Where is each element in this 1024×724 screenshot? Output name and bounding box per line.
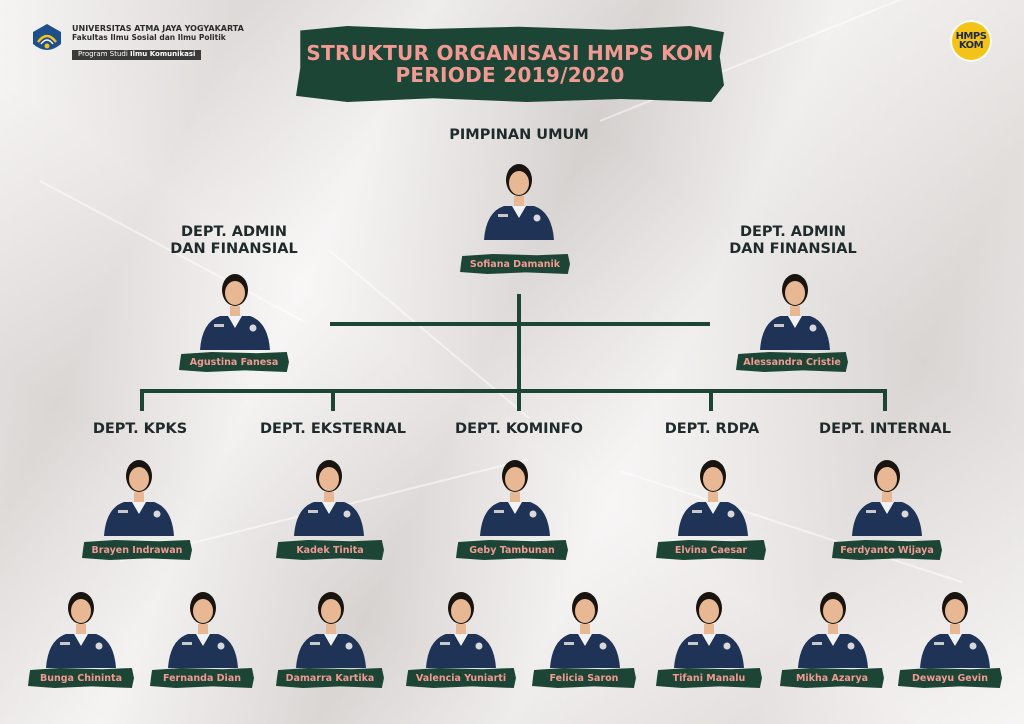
role-admin-left-line1: DEPT. ADMIN [180, 224, 288, 240]
title-line1: STRUKTUR ORGANISASI HMPS KOM [306, 41, 714, 65]
person-silhouette-icon [550, 592, 620, 668]
name-tag-dept-kominfo: Geby Tambunan [456, 540, 568, 560]
role-admin-right: DEPT. ADMIN DAN FINANSIAL [693, 224, 893, 257]
hmps-kom-logo: HMPS KOM [950, 20, 992, 62]
name-tag-member: Mikha Azarya [780, 668, 884, 688]
hmps-logo-line1: HMPS [955, 30, 987, 42]
name-tag-member: Valencia Yuniarti [406, 668, 516, 688]
photo-admin-right [750, 260, 840, 350]
photo-member [416, 578, 506, 668]
role-dept-kominfo: DEPT. KOMINFO [455, 421, 583, 437]
title-line2: PERIODE 2019/2020 [395, 63, 625, 87]
person-silhouette-icon [484, 164, 554, 240]
person-silhouette-icon [852, 460, 922, 536]
role-dept-internal: DEPT. INTERNAL [819, 421, 951, 437]
photo-member [36, 578, 126, 668]
name-tag-member: Tifani Manalu [656, 668, 762, 688]
photo-admin-left [190, 260, 280, 350]
drop-connector [331, 389, 335, 411]
person-silhouette-icon [480, 460, 550, 536]
hmps-logo-line2: KOM [958, 40, 984, 51]
paper-crease [329, 250, 530, 419]
name-tag-member: Felicia Saron [532, 668, 636, 688]
photo-dept-kominfo-head [470, 446, 560, 536]
photo-member [910, 578, 1000, 668]
name-tag-dept-eksternal: Kadek Tinita [276, 540, 384, 560]
person-silhouette-icon [920, 592, 990, 668]
program-badge: Program Studi Ilmu Komunikasi [72, 50, 202, 60]
photo-member [788, 578, 878, 668]
role-pimpinan-umum: PIMPINAN UMUM [449, 127, 589, 143]
department-bus-connector [140, 389, 887, 393]
faculty-name: Fakultas Ilmu Sosial dan Ilmu Politik [72, 32, 226, 42]
person-silhouette-icon [678, 460, 748, 536]
role-admin-right-line1: DEPT. ADMIN [739, 224, 847, 240]
university-header: UNIVERSITAS ATMA JAYA YOGYAKARTA Fakulta… [72, 24, 244, 60]
photo-member [664, 578, 754, 668]
name-tag-admin-right: Alessandra Cristie [736, 352, 848, 372]
photo-dept-rdpa-head [668, 446, 758, 536]
role-admin-left: DEPT. ADMIN DAN FINANSIAL [134, 224, 334, 257]
name-tag-member: Damarra Kartika [276, 668, 384, 688]
title-banner: STRUKTUR ORGANISASI HMPS KOM PERIODE 201… [296, 26, 724, 102]
photo-dept-kpks-head [94, 446, 184, 536]
person-silhouette-icon [168, 592, 238, 668]
person-silhouette-icon [798, 592, 868, 668]
role-dept-rdpa: DEPT. RDPA [664, 421, 760, 437]
photo-member [540, 578, 630, 668]
person-silhouette-icon [760, 274, 830, 350]
person-silhouette-icon [296, 592, 366, 668]
university-logo-icon [33, 24, 61, 50]
photo-member [286, 578, 376, 668]
name-tag-leader: Sofiana Damanik [460, 254, 570, 274]
program-prefix: Program Studi [78, 50, 130, 59]
role-admin-left-line2: DAN FINANSIAL [170, 240, 298, 257]
program-name: Ilmu Komunikasi [130, 50, 196, 59]
role-admin-right-line2: DAN FINANSIAL [729, 240, 857, 257]
photo-dept-eksternal-head [284, 446, 374, 536]
drop-connector [140, 389, 144, 411]
name-tag-dept-internal: Ferdyanto Wijaya [832, 540, 942, 560]
name-tag-member: Fernanda Dian [150, 668, 254, 688]
person-silhouette-icon [104, 460, 174, 536]
person-silhouette-icon [294, 460, 364, 536]
name-tag-admin-left: Agustina Fanesa [179, 352, 289, 372]
person-silhouette-icon [426, 592, 496, 668]
admin-connector [330, 322, 710, 326]
role-dept-eksternal: DEPT. EKSTERNAL [260, 421, 406, 437]
name-tag-dept-kpks: Brayen Indrawan [82, 540, 192, 560]
photo-member [158, 578, 248, 668]
role-dept-kpks: DEPT. KPKS [92, 421, 188, 437]
person-silhouette-icon [674, 592, 744, 668]
name-tag-member: Dewayu Gevin [898, 668, 1002, 688]
name-tag-dept-rdpa: Elvina Caesar [656, 540, 766, 560]
name-tag-member: Bunga Chininta [28, 668, 134, 688]
photo-leader [474, 150, 564, 240]
drop-connector [883, 389, 887, 411]
person-silhouette-icon [46, 592, 116, 668]
person-silhouette-icon [200, 274, 270, 350]
drop-connector [517, 389, 521, 411]
university-name: UNIVERSITAS ATMA JAYA YOGYAKARTA [72, 24, 244, 33]
drop-connector [709, 389, 713, 411]
photo-dept-internal-head [842, 446, 932, 536]
trunk-connector [517, 294, 521, 390]
